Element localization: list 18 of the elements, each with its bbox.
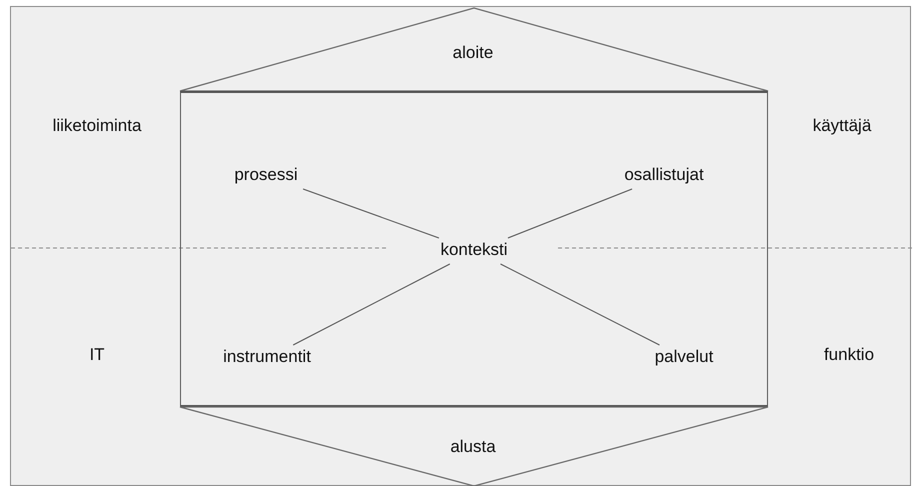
triangle-shape xyxy=(180,7,768,91)
concept-label: osallistujat xyxy=(619,162,709,188)
axis-label: IT xyxy=(89,345,105,365)
connector-line xyxy=(507,188,633,238)
concept-label: palvelut xyxy=(650,344,718,370)
axis-label: liiketoiminta xyxy=(52,116,142,136)
shape-label: aloite xyxy=(452,43,494,63)
connector-line xyxy=(500,264,660,346)
shape-label: alusta xyxy=(450,437,496,457)
concept-label: instrumentit xyxy=(218,344,316,370)
concept-label: prosessi xyxy=(229,162,303,188)
connector-line xyxy=(292,264,450,346)
axis-label: funktio xyxy=(824,345,874,365)
axis-label: käyttäjä xyxy=(812,116,872,136)
triangle-shape xyxy=(180,407,768,486)
concept-label: konteksti xyxy=(435,237,513,263)
context-frame xyxy=(180,91,768,407)
connector-line xyxy=(302,188,440,238)
